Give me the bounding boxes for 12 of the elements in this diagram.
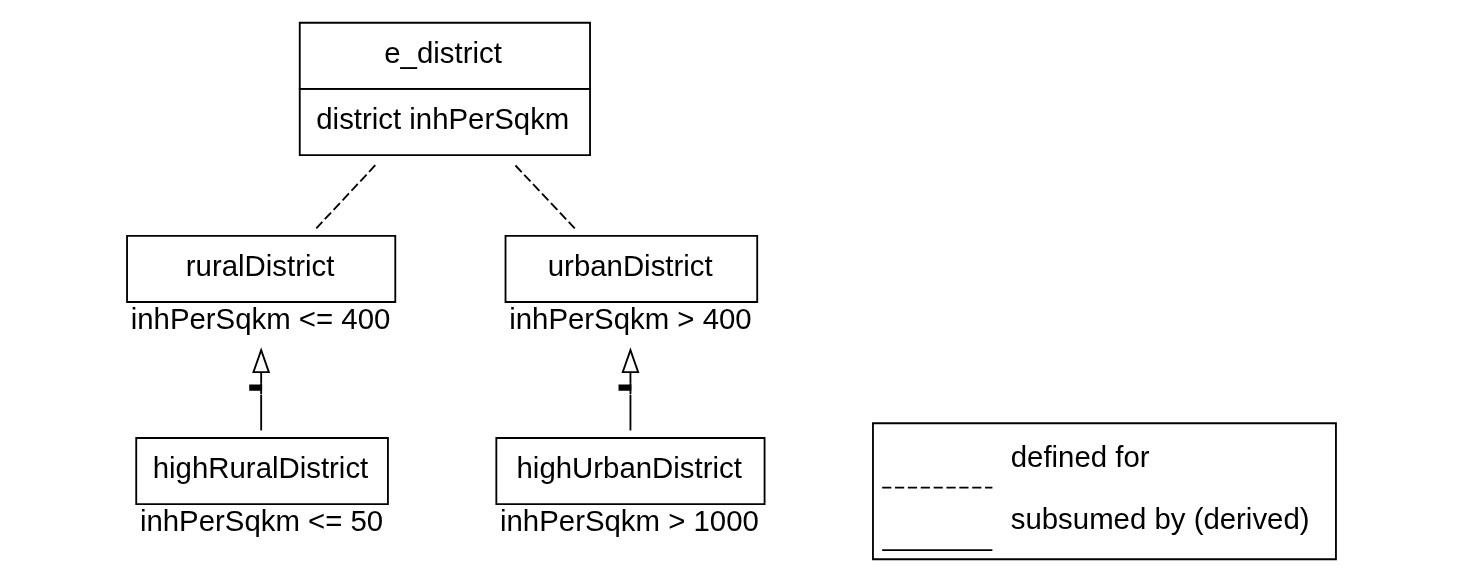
node-box: highUrbanDistrict [495,437,766,506]
node-box: highRuralDistrict [135,437,389,506]
node-label: inhPerSqkm > 1000 [500,504,759,538]
arrow [249,347,271,432]
arrow [618,347,640,432]
node-box: ruralDistrict [126,234,397,303]
legend-label: subsumed by (derived) [1010,502,1310,536]
node-label: inhPerSqkm > 400 [509,302,752,336]
legend-label: defined for [1010,440,1150,474]
node-box: urbanDistrict [504,234,759,303]
node-label: inhPerSqkm <= 50 [139,504,384,538]
node-label: inhPerSqkm <= 400 [130,302,391,336]
